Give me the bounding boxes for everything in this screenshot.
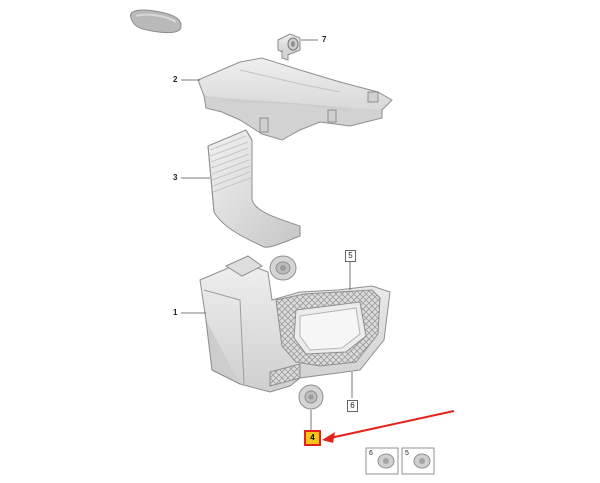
legend-thumbnails	[365, 447, 435, 475]
callout-3[interactable]: 3	[173, 173, 178, 182]
rubber-cap-part	[130, 9, 182, 34]
legend-label-5: 5	[405, 450, 409, 457]
callout-7[interactable]: 7	[322, 35, 327, 44]
part-7-clip	[277, 33, 301, 61]
legend-label-6: 6	[369, 450, 373, 457]
callout-1[interactable]: 1	[173, 308, 178, 317]
callout-4-highlighted[interactable]: 4	[304, 430, 321, 446]
red-arrow-pointer	[322, 410, 455, 443]
callout-6[interactable]: 6	[347, 400, 358, 412]
callout-2[interactable]: 2	[173, 75, 178, 84]
part-1-lower-housing	[199, 255, 391, 393]
part-2-upper-cover	[197, 57, 393, 141]
part-3-filter-element	[207, 129, 301, 248]
callout-5[interactable]: 5	[345, 250, 356, 262]
grommet-upper	[269, 255, 297, 281]
part-4-grommet	[298, 384, 324, 410]
